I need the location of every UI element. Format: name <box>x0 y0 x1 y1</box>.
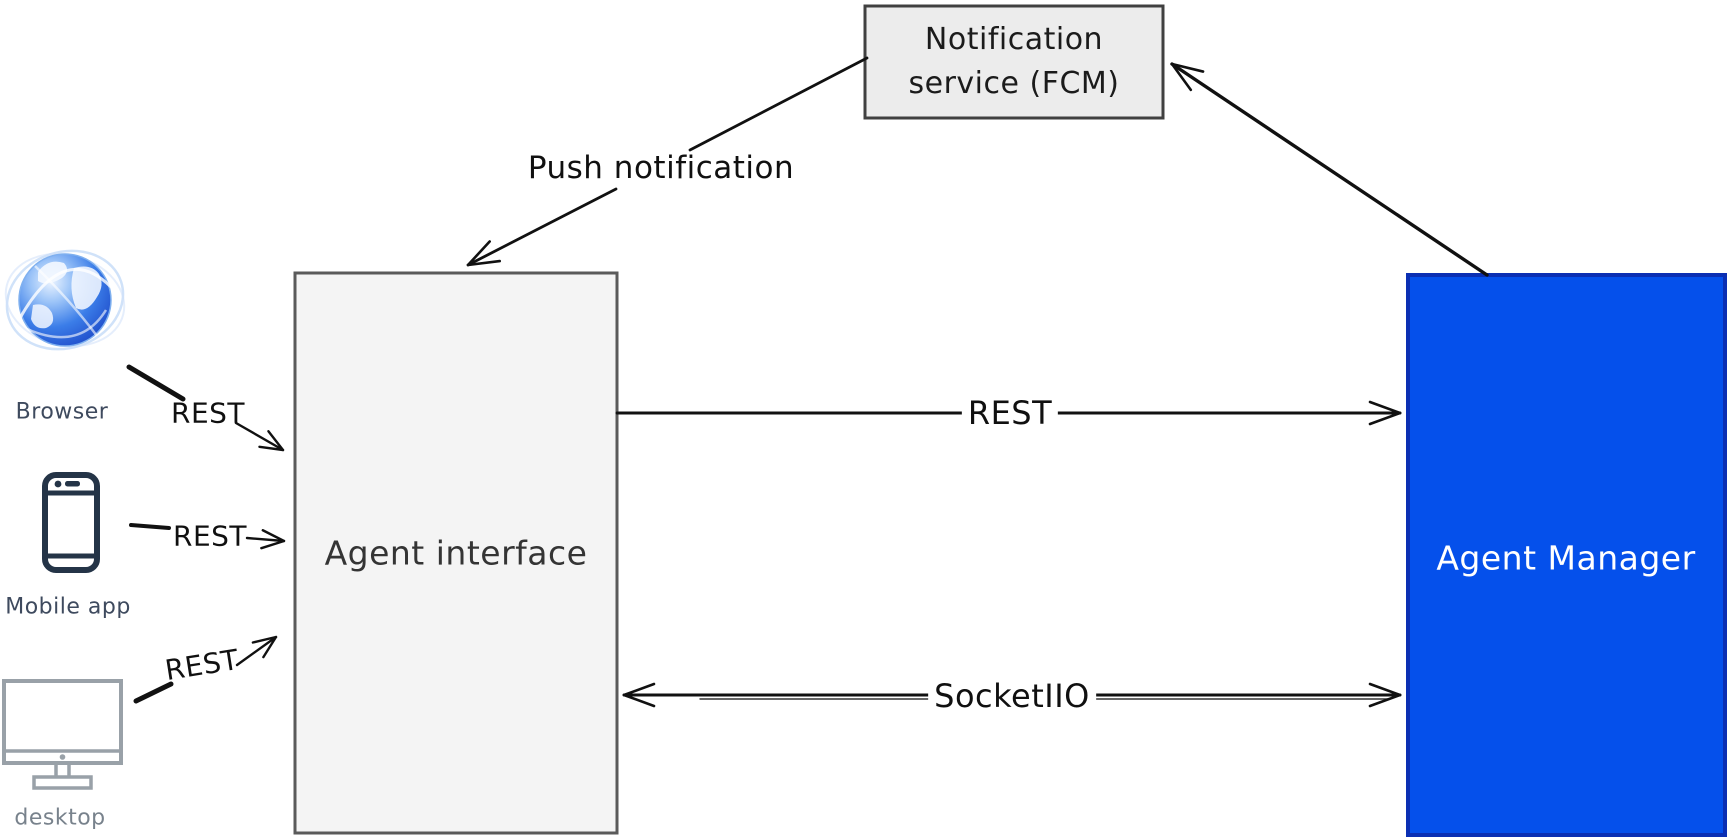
mobile-app-label: Mobile app <box>5 594 131 620</box>
notification-service-box <box>863 4 1165 120</box>
edge-mobile-arrow <box>245 529 286 550</box>
agent-interface-box <box>293 271 619 835</box>
edge-mobile-rest <box>129 523 286 550</box>
edge-browser-tick <box>126 364 186 402</box>
notification-service-label-line2: service (FCM) <box>908 66 1120 101</box>
edge-manager-to-fcm <box>1170 62 1489 277</box>
desktop-label: desktop <box>14 805 106 831</box>
monitor-icon <box>2 679 123 790</box>
edge-desktop-tick <box>133 681 174 704</box>
rest-main-edge-label: REST <box>961 394 1059 432</box>
edge-mobile-dash <box>129 523 171 530</box>
edge-browser-arrow <box>234 421 285 452</box>
push-notification-edge-label: Push notification <box>527 150 795 186</box>
notification-service-label-line1: Notification <box>924 22 1104 57</box>
rest-browser-edge-label: REST <box>170 396 246 430</box>
socket-edge-label: SocketIIO <box>928 677 1096 715</box>
notification-service-label: Notification service (FCM) <box>909 18 1120 106</box>
agent-manager-box <box>1406 273 1727 837</box>
browser-label: Browser <box>15 399 109 425</box>
edge-push-segment-lower <box>466 187 618 267</box>
edge-browser-rest <box>126 364 285 452</box>
edge-push-notification <box>466 56 869 267</box>
edge-desktop-arrow <box>235 635 278 667</box>
globe-icon <box>4 249 126 351</box>
edge-desktop-rest <box>133 635 278 704</box>
agent-interface-label: Agent interface <box>324 533 588 573</box>
edge-push-segment-upper <box>688 56 869 152</box>
agent-manager-label: Agent Manager <box>1436 538 1696 578</box>
rest-mobile-edge-label: REST <box>172 519 248 553</box>
smartphone-icon <box>42 472 100 573</box>
